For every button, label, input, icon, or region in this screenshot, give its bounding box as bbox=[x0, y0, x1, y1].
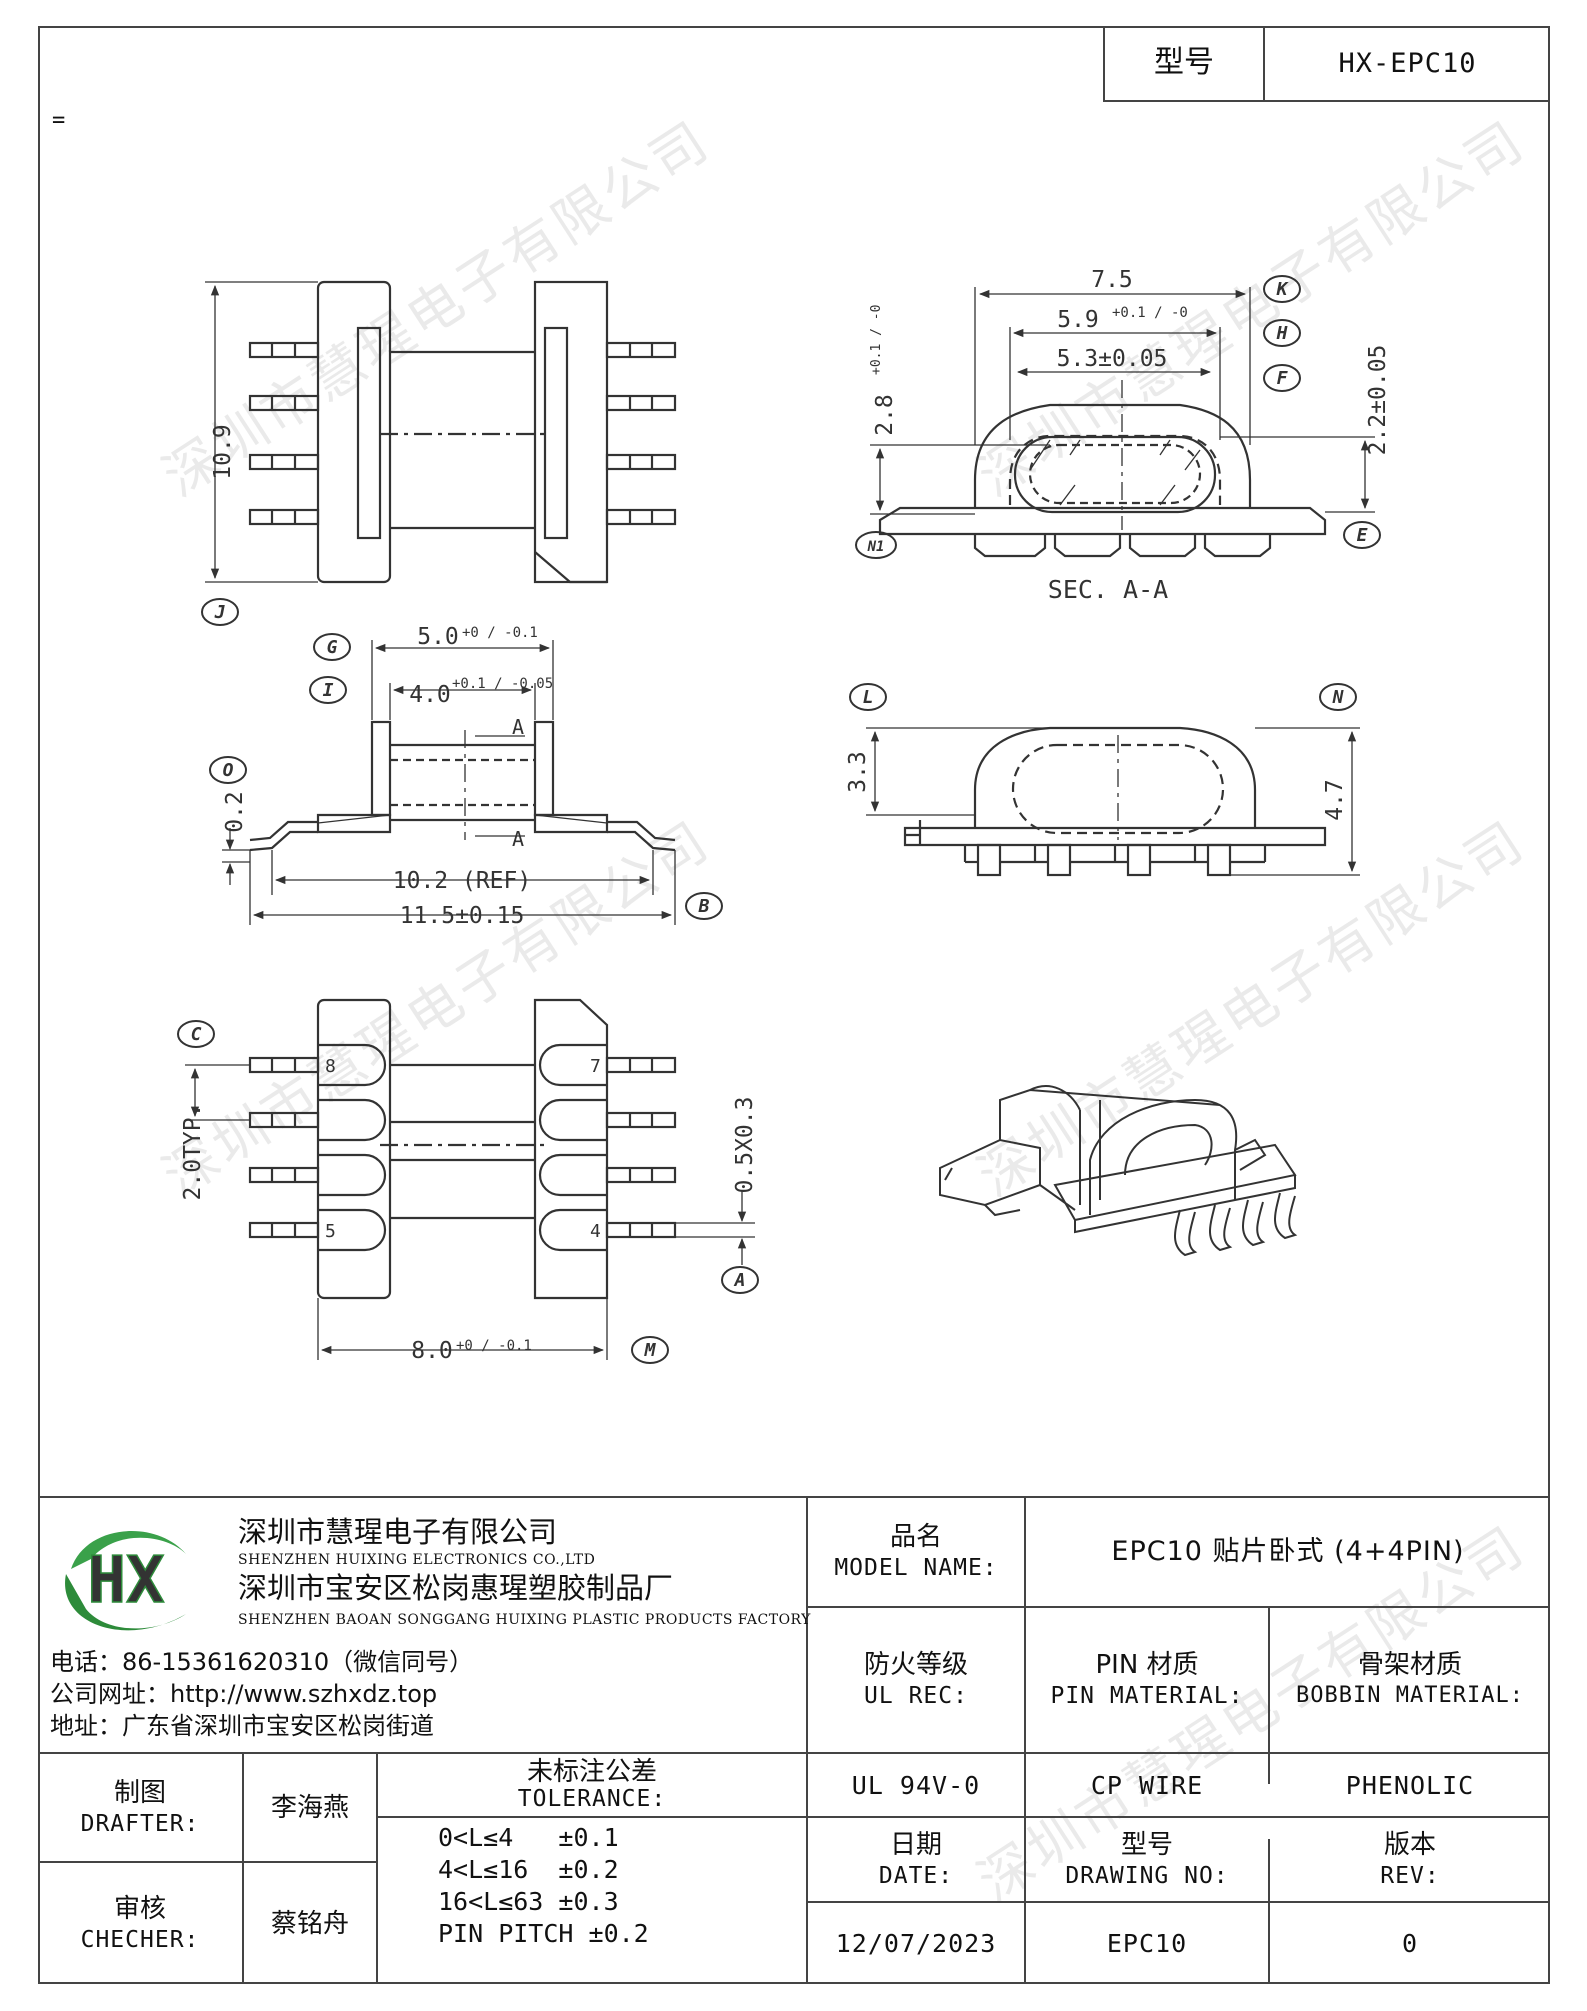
tolerance-row: 4<L≤16 ±0.2 bbox=[438, 1855, 619, 1884]
company-logo-text: HX bbox=[87, 1544, 164, 1618]
dim-bot-8-0: 8.0 bbox=[411, 1338, 453, 1364]
pin-number-7: 7 bbox=[590, 1056, 601, 1077]
section-view bbox=[870, 287, 1375, 558]
drawing-no-value: EPC10 bbox=[1106, 1929, 1188, 1958]
drafter-label: 制图 DRAFTER: bbox=[80, 1777, 200, 1837]
dim-sec-5-9: 5.9 bbox=[1057, 307, 1099, 333]
callout-I: I bbox=[323, 680, 334, 701]
title-block: HX 深圳市慧瑆电子有限公司 SHENZHEN HUIXING ELECTRON… bbox=[38, 1496, 1550, 1984]
dim-top-height: 10.9 bbox=[210, 424, 236, 479]
dim-sec-2-8: 2.8 bbox=[872, 394, 898, 436]
isometric-view bbox=[939, 1085, 1298, 1257]
dim-sec-2-2: 2.2±0.05 bbox=[1365, 345, 1391, 456]
dim-side-ref: 10.2 (REF) bbox=[393, 868, 531, 894]
company-name-en: SHENZHEN HUIXING ELECTRONICS CO.,LTD bbox=[238, 1552, 596, 1568]
tolerance-row: 0<L≤4 ±0.1 bbox=[438, 1823, 619, 1852]
dim-sec-2-8-tol: +0.1 / -0 bbox=[869, 305, 884, 375]
bottom-view bbox=[185, 998, 755, 1360]
tolerance-row: 16<L≤63 ±0.3 bbox=[438, 1887, 619, 1916]
model-name-label: 品名 MODEL NAME: bbox=[834, 1522, 998, 1581]
callout-C: C bbox=[191, 1024, 202, 1045]
dim-bot-8-0-tol: +0 / -0.1 bbox=[456, 1338, 532, 1354]
dim-front-3-3: 3.3 bbox=[845, 751, 871, 793]
callout-H: H bbox=[1276, 323, 1288, 344]
revision-value: 0 bbox=[1401, 1929, 1419, 1958]
company-name-cn: 深圳市慧瑆电子有限公司 bbox=[238, 1515, 558, 1549]
callout-F: F bbox=[1277, 368, 1289, 389]
drawing-no-label: 型号 DRAWING NO: bbox=[1065, 1829, 1229, 1889]
ul-rating-label: 防火等级 UL REC: bbox=[863, 1650, 968, 1709]
callout-L: L bbox=[863, 687, 874, 708]
date-value: 12/07/2023 bbox=[835, 1929, 997, 1958]
pin-number-5: 5 bbox=[325, 1221, 336, 1242]
top-view bbox=[205, 280, 677, 584]
company-logo: HX bbox=[65, 1531, 186, 1631]
callout-K: K bbox=[1276, 279, 1290, 300]
callout-G: G bbox=[327, 637, 338, 658]
section-label: SEC. A-A bbox=[1048, 575, 1168, 604]
corner-mark: = bbox=[52, 108, 66, 133]
pin-number-4: 4 bbox=[590, 1221, 601, 1242]
header-model-value: HX-EPC10 bbox=[1338, 47, 1477, 79]
pin-material-value: CP WIRE bbox=[1090, 1770, 1204, 1800]
dim-side-5-0-tol: +0 / -0.1 bbox=[462, 625, 538, 641]
company-address: 地址：广东省深圳市宝安区松岗街道 bbox=[50, 1712, 434, 1740]
section-mark-top: A bbox=[512, 715, 524, 739]
technical-drawing: 10.9 7.5 5.9 +0.1 / -0 5.3±0.05 2.8 +0.1… bbox=[177, 267, 1391, 1364]
tolerance-label: 未标注公差 TOLERANCE: bbox=[517, 1757, 667, 1812]
callout-E: E bbox=[1357, 525, 1368, 546]
tolerance-table: 0<L≤4 ±0.1 4<L≤16 ±0.2 16<L≤63 ±0.3 PIN … bbox=[438, 1822, 798, 1950]
dim-front-4-7: 4.7 bbox=[1322, 779, 1348, 821]
bobbin-material-value: PHENOLIC bbox=[1345, 1770, 1475, 1800]
drafter-value: 李海燕 bbox=[270, 1792, 349, 1823]
dim-side-total: 11.5±0.15 bbox=[400, 903, 525, 929]
dim-bot-pin: 0.5X0.3 bbox=[732, 1097, 758, 1194]
bobbin-material-label: 骨架材质 BOBBIN MATERIAL: bbox=[1296, 1650, 1524, 1708]
callout-M: M bbox=[644, 1340, 657, 1361]
pin-number-8: 8 bbox=[325, 1056, 336, 1077]
checker-value: 蔡铭舟 bbox=[270, 1908, 349, 1939]
callout-N1: N1 bbox=[867, 539, 885, 555]
company-phone: 电话：86-15361620310（微信同号） bbox=[50, 1648, 474, 1676]
dim-side-5-0: 5.0 bbox=[417, 624, 459, 650]
callout-J: J bbox=[214, 602, 226, 623]
front-view bbox=[866, 726, 1360, 877]
factory-name-cn: 深圳市宝安区松岗惠瑆塑胶制品厂 bbox=[238, 1571, 674, 1605]
dim-sec-5-9-tol: +0.1 / -0 bbox=[1112, 305, 1188, 321]
dim-side-4-0-tol: +0.1 / -0.05 bbox=[452, 676, 553, 692]
side-view bbox=[222, 640, 676, 925]
dim-side-4-0: 4.0 bbox=[409, 682, 451, 708]
dim-sec-5-3: 5.3±0.05 bbox=[1057, 346, 1168, 372]
factory-name-en: SHENZHEN BAOAN SONGGANG HUIXING PLASTIC … bbox=[238, 1612, 811, 1628]
callout-O: O bbox=[223, 760, 234, 781]
header-model-box: 型号 HX-EPC10 bbox=[1103, 26, 1550, 102]
ul-rating-value: UL 94V-0 bbox=[851, 1770, 981, 1800]
model-name-value: EPC10 贴片卧式 (4+4PIN) bbox=[1111, 1536, 1465, 1567]
header-model-label: 型号 bbox=[1154, 45, 1214, 80]
date-label: 日期 DATE: bbox=[878, 1829, 954, 1889]
dim-bot-pitch: 2.0TYP. bbox=[180, 1104, 206, 1201]
tolerance-row: PIN PITCH ±0.2 bbox=[438, 1919, 649, 1948]
dim-sec-7-5: 7.5 bbox=[1091, 267, 1133, 293]
pin-material-label: PIN 材质 PIN MATERIAL: bbox=[1050, 1650, 1244, 1709]
revision-label: 版本 REV: bbox=[1380, 1829, 1440, 1889]
drawing-frame bbox=[38, 26, 1550, 1984]
callout-N: N bbox=[1332, 687, 1345, 708]
section-mark-bottom: A bbox=[512, 827, 524, 851]
callout-A: A bbox=[734, 1270, 746, 1291]
company-website: 公司网址：http://www.szhxdz.top bbox=[50, 1680, 438, 1708]
dim-side-0-2: 0.2 bbox=[222, 791, 248, 833]
callout-B: B bbox=[698, 896, 710, 917]
checker-label: 审核 CHECHER: bbox=[80, 1893, 200, 1953]
